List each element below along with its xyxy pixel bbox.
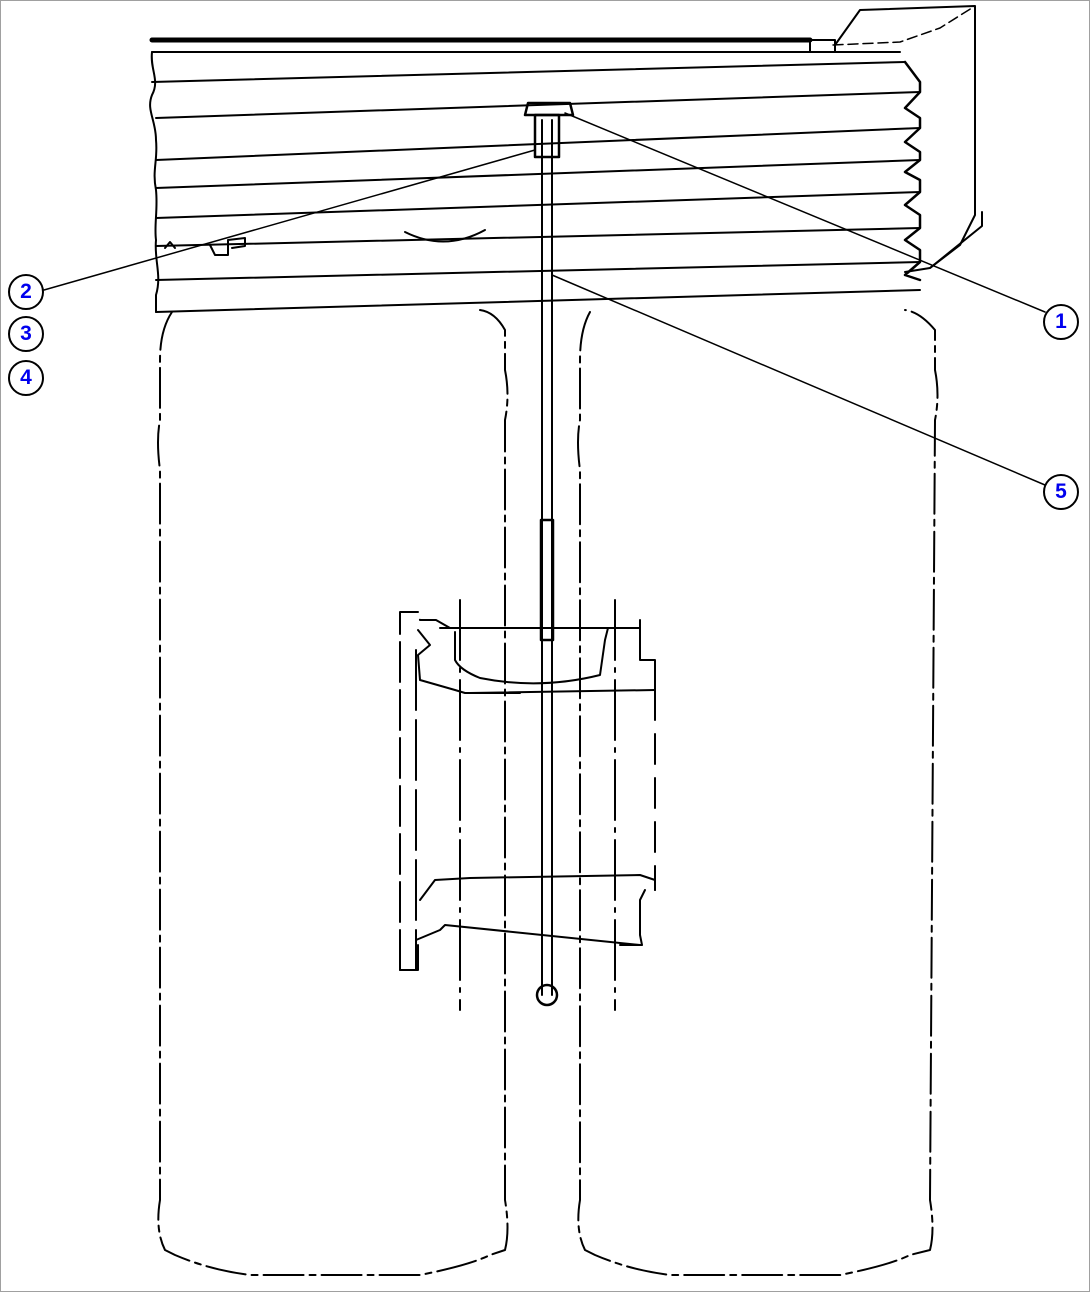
- leader-lines: [43, 112, 1046, 486]
- callout-5[interactable]: 5: [1043, 474, 1079, 510]
- frame-rail: [149, 5, 983, 313]
- callout-2[interactable]: 2: [8, 274, 44, 310]
- dipstick-tube: [523, 101, 575, 1007]
- callout-3[interactable]: 3: [8, 316, 44, 352]
- callout-4[interactable]: 4: [8, 360, 44, 396]
- axle-housing: [151, 60, 922, 313]
- left-tire: [157, 309, 939, 1276]
- wheel-rim: [399, 599, 656, 1011]
- callout-1[interactable]: 1: [1043, 304, 1079, 340]
